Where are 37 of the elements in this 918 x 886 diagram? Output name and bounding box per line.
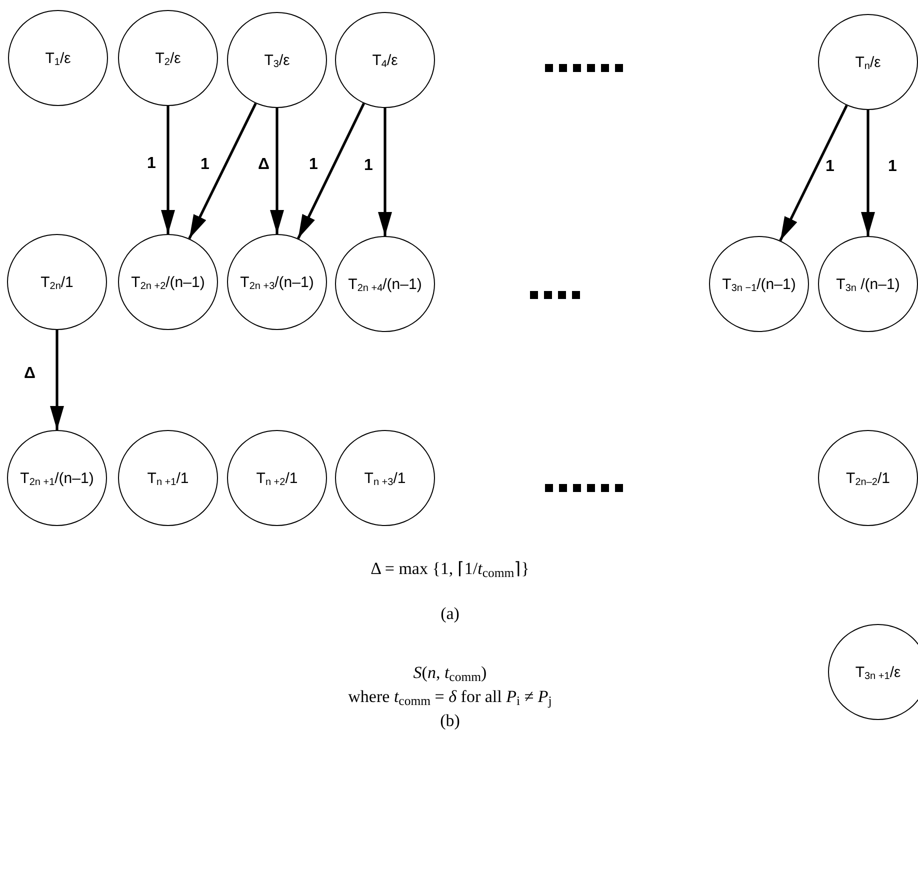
task-label: T$_{3n −1}$/(n–1) [722,276,796,292]
formula-text: S(n, t$_{comm}$) [413,664,487,681]
edge-label: Δ [258,157,270,173]
task-label: T$_{1}$/ε [45,50,71,66]
edge-label: 1 [200,157,210,173]
task-label: T$_{n}$/ε [855,54,881,70]
edge-label: Δ [24,366,36,382]
edge-label: 1 [888,159,897,175]
task-label: T$_{n +2}$/1 [256,470,298,486]
arrow [297,102,365,240]
task-label: T$_{2n +2}$/(n–1) [131,274,205,290]
task-label: T$_{n +3}$/1 [364,470,406,486]
arrow [188,102,257,240]
edge-label: 1 [364,158,373,174]
arrow [861,110,875,236]
arrow [779,104,848,242]
task-label: T$_{2n +3}$/(n–1) [240,274,314,290]
task-label: T$_{3n}$ /(n–1) [836,276,900,292]
arrow [161,106,175,234]
task-label: T$_{2}$/ε [155,50,181,66]
edge-label: 1 [826,159,834,175]
arrow [270,108,284,234]
task-label: T$_{3n +1}$/ε [855,664,901,680]
formula-text: (a) [440,605,460,622]
edge-label: 1 [147,156,156,172]
arrow [378,108,392,236]
task-label: T$_{2n +1}$/(n–1) [20,470,94,486]
task-label: T$_{4}$/ε [372,52,398,68]
edge-label: 1 [309,157,318,173]
task-label: T$_{2n}$/1 [40,274,74,290]
task-label: T$_{2n +4}$/(n–1) [348,276,422,292]
arrow [50,330,64,430]
task-label: T$_{2n–2}$/1 [846,470,890,486]
formula-text: Δ = max {1, ⌈1/t$_{comm}$⌉} [370,560,530,577]
task-label: T$_{3}$/ε [264,52,290,68]
task-label: T$_{n +1}$/1 [147,470,189,486]
formula-text: (b) [440,712,460,729]
